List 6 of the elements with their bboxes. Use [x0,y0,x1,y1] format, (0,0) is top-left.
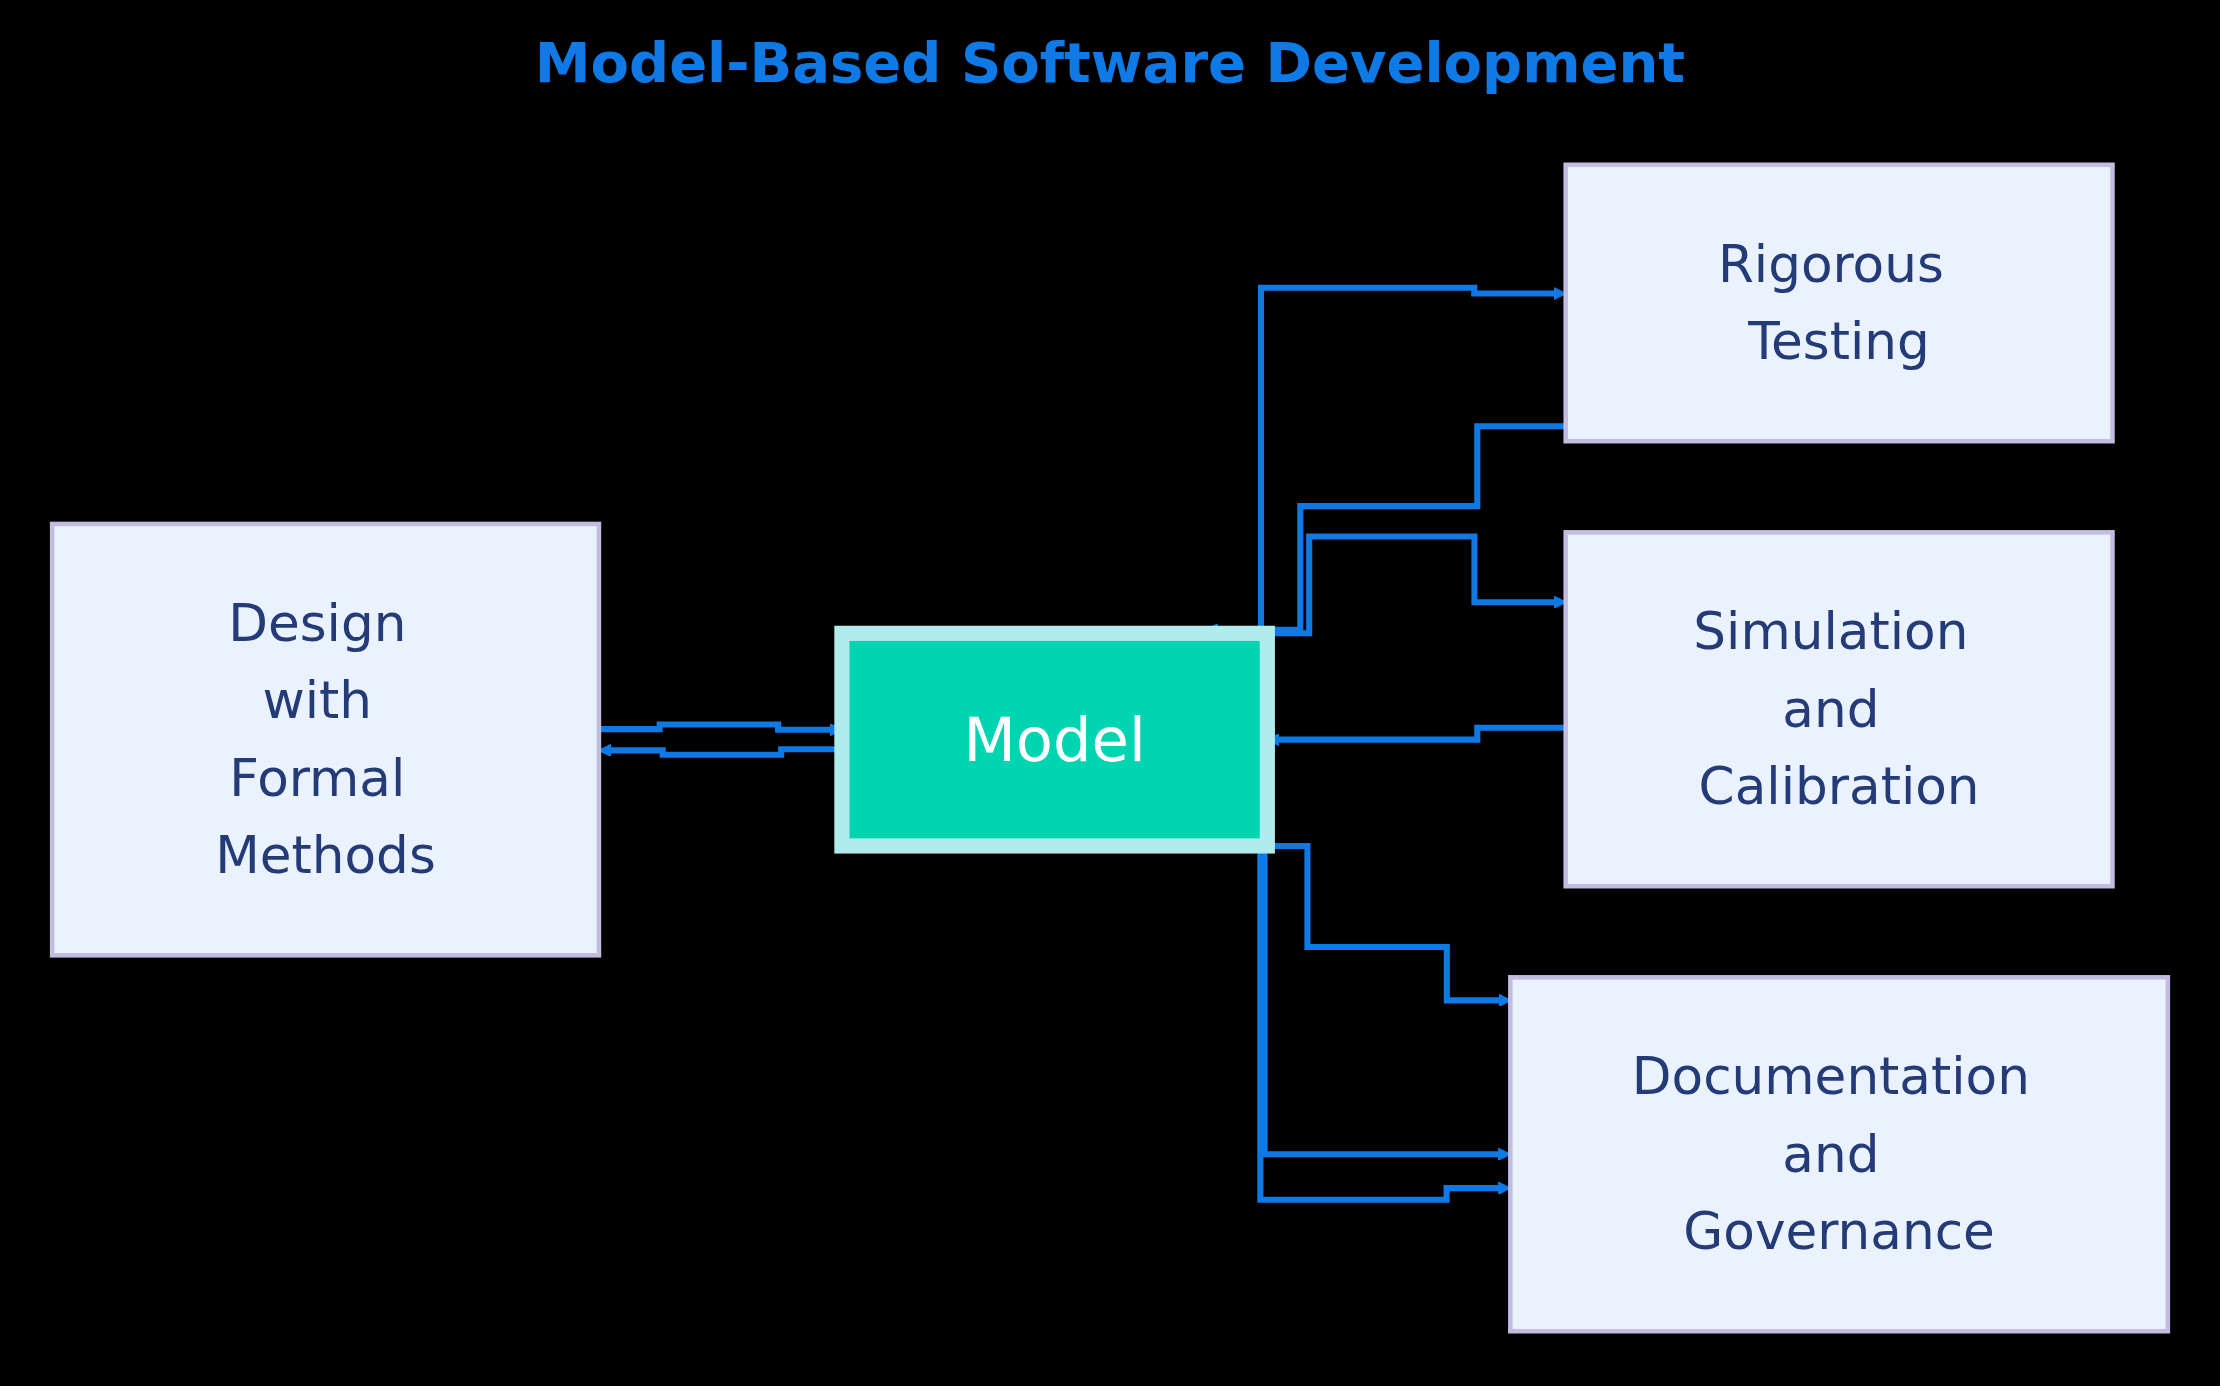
node-box: Model [834,625,1275,854]
node-box: Rigorous Testing [1563,162,2115,444]
node-box: Design with Formal Methods [49,521,602,958]
node-box: Simulation and Calibration [1563,530,2115,889]
node-box: Documentation and Governance [1508,975,2171,1334]
diagram-title: Model-Based Software Development [533,30,1687,95]
